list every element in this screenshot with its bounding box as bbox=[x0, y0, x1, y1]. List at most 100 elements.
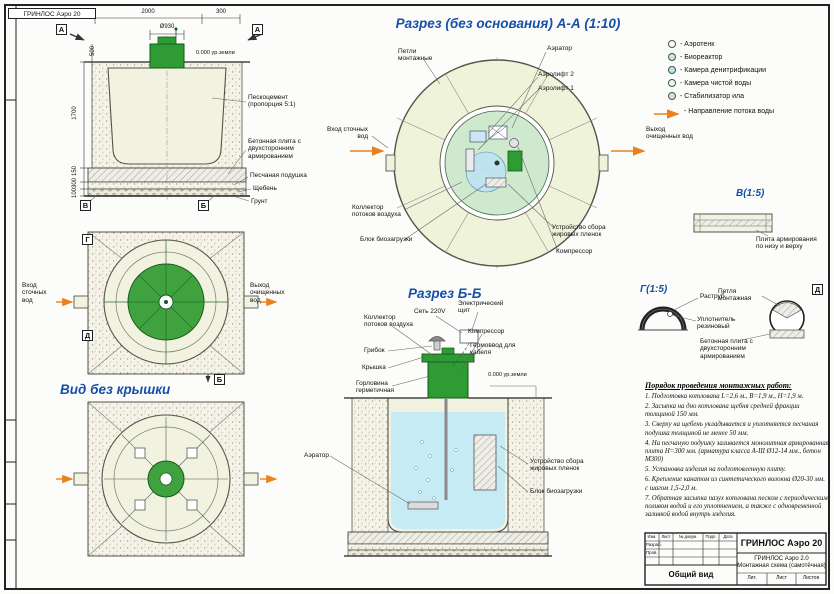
tank-body bbox=[107, 67, 227, 165]
bb-net220-label: Сеть 220V bbox=[414, 308, 446, 315]
legend-item-stabilizer: - Стабилизатор ила bbox=[668, 92, 744, 100]
section-aa-title: Разрез (без основания) А-А (1:10) bbox=[395, 16, 621, 31]
denitrification-icon bbox=[668, 66, 676, 74]
bioreactor-icon bbox=[668, 53, 676, 61]
sheet-frame bbox=[4, 4, 830, 590]
dim-d930: Ø930 bbox=[159, 24, 175, 30]
detail-d-petlya-label: Петля монтажная bbox=[718, 288, 752, 303]
socket-bell bbox=[639, 306, 687, 331]
detail-v-label: Плита армирования по низу и верху bbox=[756, 236, 817, 251]
legend-item-bioreactor: - Биореактор bbox=[668, 53, 722, 61]
detail-g-title: Г(1:5) bbox=[640, 284, 668, 295]
bb-compressor-label: Компрессор bbox=[468, 328, 505, 335]
stamp-view-name: Общий вид bbox=[668, 570, 714, 579]
stamp-list: Лист bbox=[776, 575, 787, 581]
mount-lug-right bbox=[598, 154, 609, 172]
note-item: 6. Крепление канатом из синтетического в… bbox=[645, 476, 825, 492]
detail-d-plita-label: Бетонная плита с двухсторонним армирован… bbox=[700, 338, 753, 360]
plan-title: Вид без крышки bbox=[60, 382, 171, 397]
aa-aerolift1-label: Аэролифт 1 bbox=[538, 85, 574, 92]
bb-ground-level-label: 0.000 ур.земли bbox=[488, 372, 527, 378]
section-bb-title: Разрез Б-Б bbox=[408, 286, 482, 301]
dim-300: 300 bbox=[215, 9, 226, 15]
detail-v-title: В(1:5) bbox=[736, 188, 765, 199]
stamp-listov: Листов bbox=[802, 575, 820, 581]
cover bbox=[421, 353, 475, 363]
stamp-razrab: Разраб. bbox=[646, 542, 662, 547]
detail-v-drawing bbox=[693, 213, 773, 237]
bio-block bbox=[485, 177, 507, 188]
bio-reactor bbox=[507, 150, 523, 172]
detail-marker-g: Г bbox=[82, 234, 93, 245]
stamp-doc2: Монтажная схема (самотёчная) bbox=[737, 563, 826, 569]
stamp-doc1: ГРИНЛОС Аэро 2.0 bbox=[754, 556, 809, 562]
dim-500: 500 bbox=[90, 46, 96, 57]
aa-aerator-label: Аэратор bbox=[547, 45, 573, 52]
bb-kryshka-label: Крышка bbox=[362, 364, 386, 371]
detail-marker-d: Д bbox=[82, 330, 93, 341]
section-bb-drawing bbox=[329, 311, 552, 557]
label-soil: Грунт bbox=[251, 198, 268, 205]
aerotenk-icon bbox=[668, 40, 676, 48]
plan-view-bottom bbox=[56, 401, 278, 557]
bb-germovvod-label: Гермоввод для кабеля bbox=[470, 342, 516, 357]
elevation-drawing bbox=[69, 14, 263, 204]
tank-lid bbox=[149, 43, 185, 69]
section-marker-b2: Б bbox=[214, 374, 225, 385]
legend-item-aerotenk: - Аэротенк bbox=[668, 40, 714, 48]
bb-grease-label: Устройство сбора жировых пленок bbox=[530, 458, 584, 473]
dim-1700: 1700 bbox=[72, 106, 78, 120]
plan-inlet-label: Вход сточных вод bbox=[22, 282, 47, 304]
rubber-seal bbox=[667, 311, 673, 317]
label-peskocement: Пескоцемент (пропорция 5:1) bbox=[248, 94, 296, 109]
stamp-header-dokum: № докум. bbox=[678, 534, 698, 539]
aa-kollektor-label: Коллектор потоков воздуха bbox=[352, 204, 401, 219]
aa-petli-label: Петли монтажные bbox=[398, 48, 433, 63]
cleanwater-icon bbox=[668, 79, 676, 87]
ground-level-label: 0.000 ур.земли bbox=[196, 50, 235, 56]
stamp-prov: Пров. bbox=[646, 550, 658, 555]
stamp-header-data: Дата bbox=[723, 534, 733, 539]
notes-title: Порядок проведения монтажных работ: bbox=[645, 381, 792, 390]
bb-gorlovina-label: Горловина герметичная bbox=[356, 380, 395, 395]
note-item: 5. Установка изделия на подготовленную п… bbox=[645, 466, 786, 474]
bb-panel-label: Электрический щит bbox=[458, 300, 504, 315]
detail-d-drawing bbox=[741, 295, 805, 341]
mount-lug-left bbox=[385, 154, 396, 172]
vent-mushroom bbox=[428, 336, 446, 342]
note-item: 4. На песчаную подушку заливается моноли… bbox=[645, 439, 829, 464]
plan-outlet-label: Выход очищенных вод bbox=[250, 282, 285, 304]
bb-aerator-label: Аэратор bbox=[304, 452, 330, 459]
detail-g-uplotnitel-label: Уплотнитель резиновый bbox=[697, 316, 736, 331]
stamp-header-izm: Изм. bbox=[647, 534, 657, 539]
stamp-product-name: ГРИНЛОС Аэро 20 bbox=[740, 538, 823, 548]
detail-marker-v: В bbox=[80, 200, 91, 211]
inlet-pipe-stub bbox=[73, 295, 89, 309]
airlift-1 bbox=[465, 148, 475, 172]
label-gravel: Щебень bbox=[253, 185, 277, 192]
section-marker-a-left: А bbox=[56, 24, 67, 35]
stamp-lit: Лит. bbox=[747, 575, 757, 581]
bb-gribok-label: Грибок bbox=[364, 347, 385, 354]
base-plate bbox=[347, 531, 549, 545]
note-item: 1. Подготовка котлована L=2,6 м., В=1,9 … bbox=[645, 393, 804, 400]
bb-kollektor-label: Коллектор потоков воздуха bbox=[364, 314, 413, 329]
aa-grease-label: Устройство сбора жировых пленок bbox=[552, 224, 606, 239]
legend-item-flow: - Направление потока воды bbox=[684, 108, 775, 115]
bio-block-bb bbox=[473, 434, 497, 491]
section-aa-drawing bbox=[350, 51, 680, 269]
label-concrete-plate: Бетонная плита с двухсторонним армирован… bbox=[248, 138, 301, 160]
aa-aerolift2-label: Аэролифт 2 bbox=[538, 71, 574, 78]
neck bbox=[427, 359, 469, 399]
detail-g-drawing bbox=[638, 297, 699, 331]
aa-bioblock-label: Блок биозагрузки bbox=[360, 236, 413, 243]
section-marker-b1: Б bbox=[198, 200, 209, 211]
aa-inlet-label: Вход сточных вод bbox=[326, 126, 368, 141]
aerator-bar bbox=[407, 501, 439, 510]
note-item: 3. Сверху на щебень укладывается и уплот… bbox=[645, 421, 819, 437]
corner-stamp: ГРИНЛОС Аэро 20 bbox=[8, 8, 96, 19]
dim-2000: 2000 bbox=[141, 9, 155, 15]
detail-d-title: Д bbox=[812, 284, 823, 295]
